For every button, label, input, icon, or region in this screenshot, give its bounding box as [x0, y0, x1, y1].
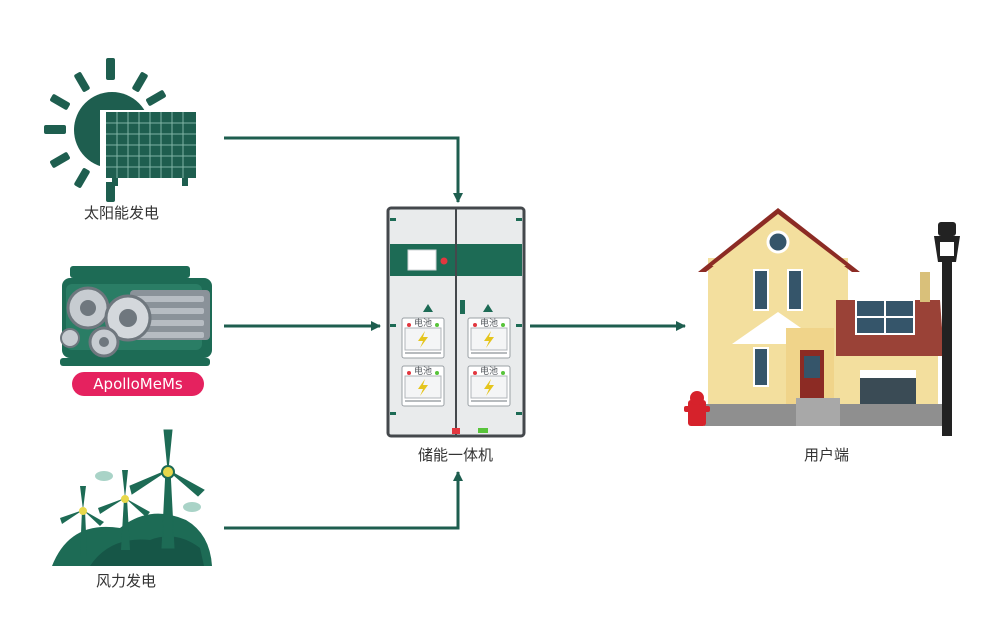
house-icon: [684, 208, 960, 436]
battery-charge-icon: [484, 331, 494, 348]
battery-cell-top-right: [467, 317, 511, 359]
battery-label-1: 电池: [414, 317, 432, 329]
generator-badge-label: ApolloMeMs: [93, 375, 183, 393]
battery-cell-bottom-left: [401, 365, 445, 407]
battery-charge-icon: [484, 379, 494, 396]
street-lamp-icon: [934, 222, 960, 436]
fire-hydrant-icon: [684, 391, 710, 426]
arrow-wind-to-storage: [224, 471, 463, 530]
energy-storage-cabinet: 电池 电池 电池 电池: [386, 206, 526, 438]
wind-turbine-icon: [52, 429, 212, 566]
battery-label-4: 电池: [480, 365, 498, 377]
battery-label-3: 电池: [414, 365, 432, 377]
generator-engine-icon: [60, 266, 212, 366]
consumer-label: 用户端: [804, 446, 850, 464]
battery-label-2: 电池: [480, 317, 498, 329]
wind-label: 风力发电: [96, 572, 157, 590]
arrow-solar-to-storage: [224, 136, 463, 203]
battery-cell-top-left: [401, 317, 445, 359]
battery-charge-icon: [418, 331, 428, 348]
cabinet-display-screen: [407, 249, 437, 271]
connector-arrows: [224, 136, 686, 530]
storage-label: 储能一体机: [418, 446, 494, 464]
cabinet-status-led: [440, 257, 448, 265]
battery-cell-bottom-right: [467, 365, 511, 407]
solar-label: 太阳能发电: [84, 204, 160, 222]
generator-badge-background: [72, 372, 204, 396]
solar-panel-icon: [44, 58, 198, 202]
battery-charge-icon: [418, 379, 428, 396]
